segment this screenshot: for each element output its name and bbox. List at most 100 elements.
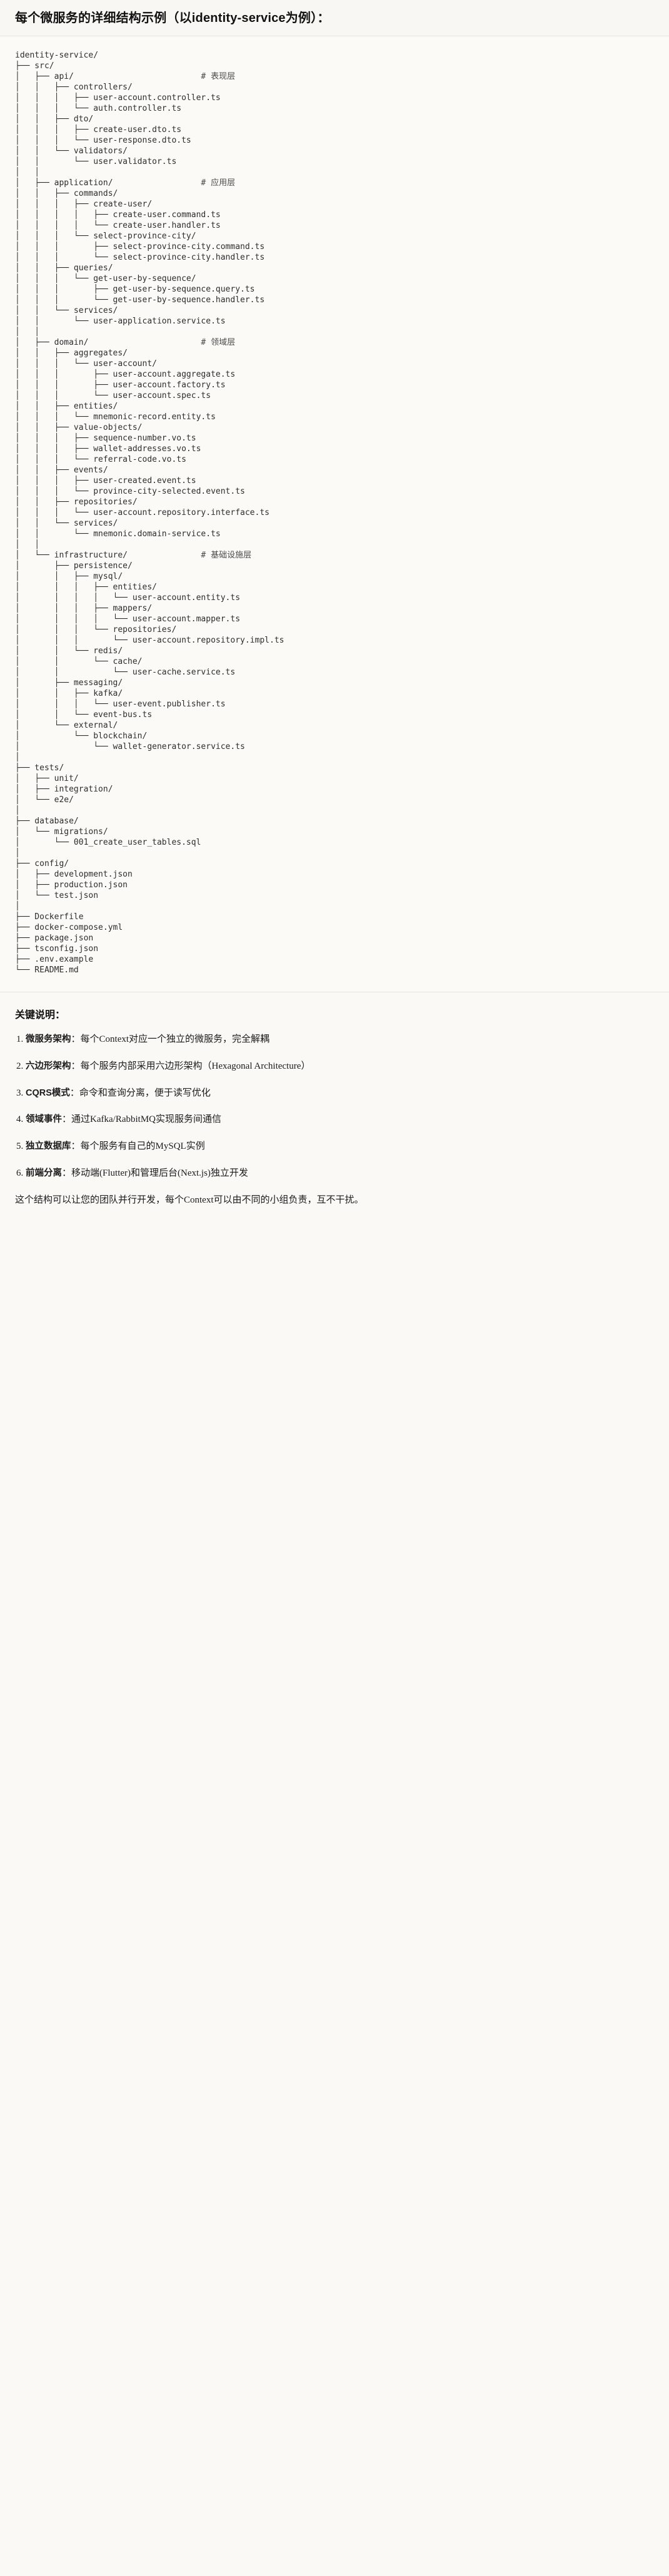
tree-line: │ │ │ └── get-user-by-sequence/	[15, 274, 196, 283]
key-note-separator: ：	[71, 1141, 81, 1151]
tree-line: │ │ └── user-cache.service.ts	[15, 668, 236, 677]
tree-line: │ │ │ ├── create-user.dto.ts	[15, 125, 182, 135]
key-note-term: 六边形架构	[26, 1061, 71, 1071]
tree-line: │	[15, 848, 20, 858]
tree-line: │ │ │ └── auth.controller.ts	[15, 104, 182, 113]
tree-line-comment: # 领域层	[201, 338, 236, 347]
key-note-term: CQRS模式	[26, 1087, 70, 1098]
tree-line: │ │ │ └── mnemonic-record.entity.ts	[15, 412, 216, 422]
tree-line: │ │	[15, 540, 40, 549]
key-note-description: 每个服务有自己的MySQL实例	[80, 1141, 205, 1151]
tree-line: │ │ ├── mysql/	[15, 572, 123, 581]
tree-line: │ │ │ │ └── user-account.entity.ts	[15, 593, 241, 603]
key-note-description: 命令和查询分离，便于读写优化	[79, 1087, 211, 1098]
tree-line: │ │ │ ├── create-user/	[15, 200, 153, 209]
key-note-separator: ：	[69, 1087, 79, 1098]
tree-line: │ │ └── services/	[15, 306, 118, 315]
tree-line: │ │ ├── controllers/	[15, 83, 133, 92]
tree-line: │ │ │ └── user-event.publisher.ts	[15, 700, 226, 709]
key-notes-list: 微服务架构：每个Context对应一个独立的微服务，完全解耦六边形架构：每个服务…	[15, 1032, 654, 1181]
tree-line: │ │ ├── kafka/	[15, 689, 123, 698]
tree-line: │ └── infrastructure/ # 基础设施层	[15, 550, 654, 561]
tree-line: │ ├── persistence/	[15, 561, 133, 571]
tree-line: │ └── blockchain/	[15, 731, 148, 741]
page-title: 每个微服务的详细结构示例（以identity-service为例）：	[15, 11, 330, 25]
key-note-description: 移动端(Flutter)和管理后台(Next.js)独立开发	[71, 1168, 248, 1178]
key-note-item: 六边形架构：每个服务内部采用六边形架构（Hexagonal Architectu…	[16, 1059, 654, 1074]
tree-line: │ └── external/	[15, 721, 118, 730]
tree-line: │ │ └── event-bus.ts	[15, 710, 153, 720]
directory-tree-block: identity-service/├── src/│ ├── api/ # 表现…	[0, 36, 669, 992]
tree-line: │ ├── integration/	[15, 785, 113, 794]
tree-line: │ │ ├── aggregates/	[15, 349, 128, 358]
tree-line: │ │ │ ├── user-account.controller.ts	[15, 93, 221, 103]
tree-line: │ ├── development.json	[15, 870, 133, 879]
tree-line: │ ├── domain/ # 领域层	[15, 337, 654, 348]
tree-line: │ │ ├── entities/	[15, 402, 118, 411]
key-notes-block: 关键说明： 微服务架构：每个Context对应一个独立的微服务，完全解耦六边形架…	[0, 992, 669, 1224]
page-root: 每个微服务的详细结构示例（以identity-service为例）： ident…	[0, 0, 669, 1224]
tree-line: ├── Dockerfile	[15, 912, 84, 922]
tree-line: │ └── e2e/	[15, 795, 74, 805]
tree-line: │ ├── messaging/	[15, 678, 123, 688]
tree-line: │ │ ├── value-objects/	[15, 423, 143, 432]
tree-line: │ │	[15, 168, 40, 177]
tree-line: │	[15, 753, 20, 762]
tree-line: │ │ ├── repositories/	[15, 497, 138, 507]
tree-line: │ │ │ ├── user-account.aggregate.ts	[15, 370, 236, 379]
tree-line: │ │ └── cache/	[15, 657, 143, 666]
tree-line: │ │ ├── queries/	[15, 263, 113, 273]
tree-line: │ │ │ └── referral-code.vo.ts	[15, 455, 186, 464]
tree-line: identity-service/	[15, 51, 99, 60]
tree-line: │ ├── api/ # 表现层	[15, 71, 654, 82]
key-note-description: 通过Kafka/RabbitMQ实现服务间通信	[71, 1114, 221, 1125]
key-note-separator: ：	[71, 1034, 81, 1044]
tree-line: │ │ │ ├── user-account.factory.ts	[15, 380, 226, 390]
tree-line: │ │ │ ├── mappers/	[15, 604, 153, 613]
tree-line: │ └── test.json	[15, 891, 99, 900]
key-note-item: CQRS模式：命令和查询分离，便于读写优化	[16, 1086, 654, 1101]
tree-line-comment: # 应用层	[201, 178, 236, 188]
tree-line: │ └── 001_create_user_tables.sql	[15, 838, 201, 847]
tree-line: │ │ │ └── get-user-by-sequence.handler.t…	[15, 295, 265, 305]
tree-line: │ │ │ ├── wallet-addresses.vo.ts	[15, 444, 201, 454]
tree-line: │ │ │ └── user-account.spec.ts	[15, 391, 211, 400]
key-note-item: 微服务架构：每个Context对应一个独立的微服务，完全解耦	[16, 1032, 654, 1047]
tree-line: │ │ ├── dto/	[15, 115, 94, 124]
tree-line: │ │ │ │ └── create-user.handler.ts	[15, 221, 221, 230]
tree-line: │ │	[15, 327, 40, 337]
key-note-item: 独立数据库：每个服务有自己的MySQL实例	[16, 1139, 654, 1154]
key-note-term: 前端分离	[26, 1168, 62, 1178]
tree-line: │ │ └── services/	[15, 519, 118, 528]
tree-line: ├── .env.example	[15, 955, 94, 964]
directory-tree: identity-service/├── src/│ ├── api/ # 表现…	[15, 50, 654, 975]
key-note-item: 领域事件：通过Kafka/RabbitMQ实现服务间通信	[16, 1112, 654, 1127]
key-notes-heading: 关键说明：	[15, 1010, 66, 1021]
key-note-item: 前端分离：移动端(Flutter)和管理后台(Next.js)独立开发	[16, 1166, 654, 1181]
tree-line: │ │ │ └── select-province-city/	[15, 232, 196, 241]
tree-line: │ │ ├── commands/	[15, 189, 118, 198]
tree-line-comment: # 表现层	[201, 72, 236, 81]
tree-line: │ │ │ └── user-account.repository.impl.t…	[15, 636, 284, 645]
tree-line: │ │ └── validators/	[15, 146, 128, 156]
key-note-term: 微服务架构	[26, 1034, 71, 1044]
tree-line: │ │ │ └── user-account/	[15, 359, 157, 369]
tree-line-path: │ ├── application/	[15, 178, 201, 188]
key-note-separator: ：	[62, 1168, 72, 1178]
tree-line: │ ├── unit/	[15, 774, 79, 783]
tree-line: ├── package.json	[15, 934, 94, 943]
key-note-separator: ：	[71, 1061, 81, 1071]
tree-line: ├── tsconfig.json	[15, 944, 99, 954]
tree-line: ├── tests/	[15, 763, 64, 773]
tree-line: │ │ │ └── user-account.repository.interf…	[15, 508, 269, 517]
tree-line: ├── database/	[15, 817, 79, 826]
tree-line: │ └── wallet-generator.service.ts	[15, 742, 245, 751]
tree-line: │ │ │ └── repositories/	[15, 625, 177, 634]
tree-line: ├── config/	[15, 859, 69, 868]
tree-line: │ │ │ ├── entities/	[15, 583, 157, 592]
tree-line-path: │ └── infrastructure/	[15, 551, 201, 560]
tree-line: │	[15, 806, 20, 815]
tree-line: │ │ │ ├── user-created.event.ts	[15, 476, 196, 486]
tree-line: │ │ └── user-application.service.ts	[15, 317, 226, 326]
tree-line: │ │ │ └── province-city-selected.event.t…	[15, 487, 245, 496]
